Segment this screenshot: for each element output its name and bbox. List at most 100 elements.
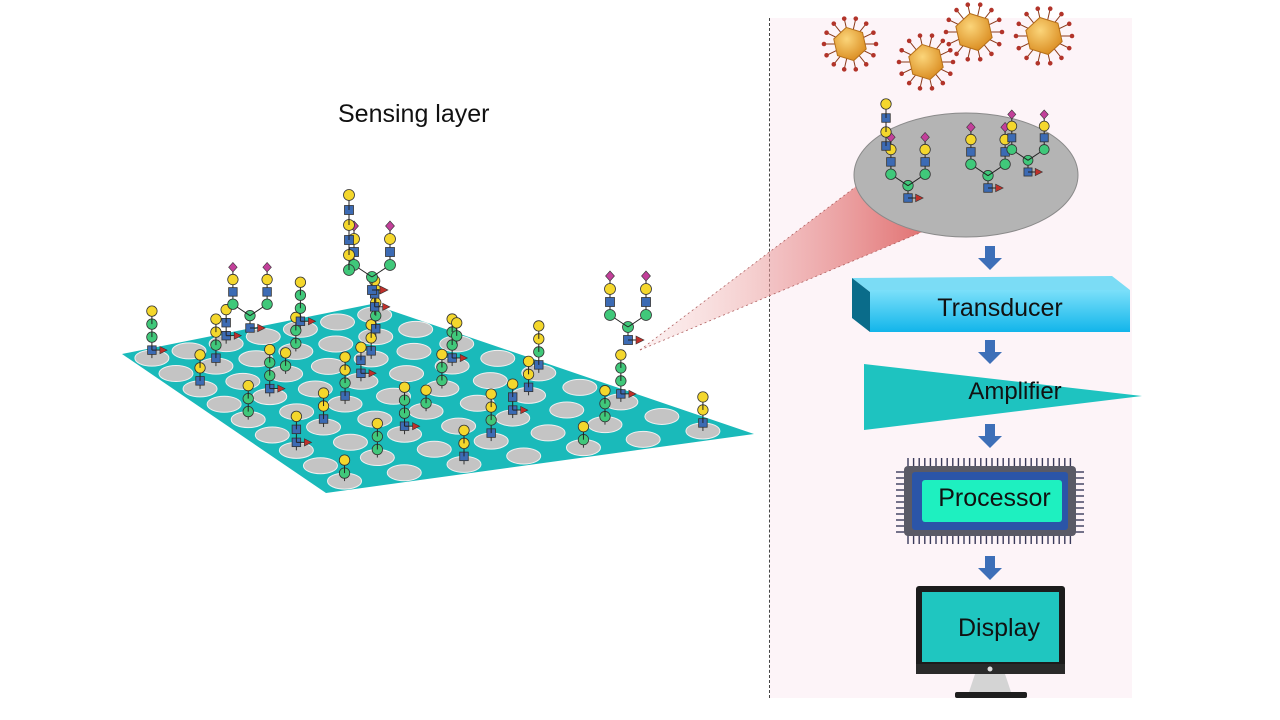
fucose-triangle <box>368 369 377 378</box>
galactose-circle <box>507 378 519 390</box>
virus-spike-tip <box>1069 33 1075 39</box>
virus-spike-tip <box>1035 60 1041 66</box>
virus-spike-tip <box>943 29 949 35</box>
virus-spike-tip <box>841 67 847 72</box>
well-spot <box>302 457 338 475</box>
glcnac-square <box>228 287 238 297</box>
flow-arrow <box>978 556 1002 580</box>
well-grid <box>134 306 721 490</box>
virus-spike-tip <box>896 59 902 65</box>
galactose-circle <box>965 133 977 146</box>
virus-spike-tip <box>996 17 1002 23</box>
sialic-acid-diamond <box>1039 109 1049 120</box>
sialic-acid-diamond <box>385 220 395 232</box>
panel-divider <box>769 18 770 698</box>
virus-spike-tip <box>950 59 956 65</box>
virus-spike-tip <box>1059 55 1064 61</box>
virus-capsid <box>1025 16 1063 56</box>
display-label: Display <box>958 614 1040 642</box>
virus-spike-tip <box>999 29 1005 35</box>
flow-arrow <box>978 246 1002 270</box>
mannose-circle <box>640 309 652 321</box>
mannose-circle <box>1038 144 1050 155</box>
virus-spike-tip <box>1016 21 1022 27</box>
virus-spike-tip <box>929 33 935 38</box>
galactose-circle <box>604 283 616 295</box>
virus-spike-tip <box>946 41 952 47</box>
galactose-circle <box>640 283 652 295</box>
fucose-triangle <box>915 193 924 203</box>
virus-spike-tip <box>1024 11 1029 17</box>
galactose-circle <box>294 276 307 288</box>
galactose-circle <box>261 273 273 286</box>
virus-spike-tip <box>977 56 983 62</box>
galactose-circle <box>146 305 158 317</box>
virus-spike-tip <box>863 62 869 67</box>
virus-spike-tip <box>873 41 879 47</box>
glcnac-square <box>1007 133 1017 143</box>
well-spot <box>480 349 516 367</box>
fucose-triangle <box>520 405 529 415</box>
well-spot <box>254 426 290 444</box>
fucose-triangle <box>412 422 421 431</box>
galactose-circle <box>1038 120 1050 132</box>
well-spot <box>625 430 661 448</box>
well-spot <box>530 424 566 442</box>
galactose-circle <box>384 233 396 245</box>
galactose-circle <box>451 317 463 329</box>
virus-spike-tip <box>917 33 923 38</box>
glcnac-square <box>641 297 651 307</box>
well-spot <box>386 464 422 482</box>
sialic-acid-diamond <box>641 270 651 282</box>
magnified-glycans <box>880 98 1050 203</box>
virus-spike-tip <box>917 86 923 91</box>
virus-spike-tip <box>948 71 953 77</box>
galactose-circle <box>458 424 470 437</box>
virus-spike-tip <box>871 52 876 58</box>
mannose-circle <box>965 158 977 170</box>
virus-spike-tip <box>824 30 829 36</box>
galactose-circle <box>880 98 892 110</box>
sialic-acid-diamond <box>228 262 238 273</box>
fucose-triangle <box>379 285 389 295</box>
galactose-circle <box>371 417 383 430</box>
mannose-circle <box>919 168 931 180</box>
well-spot <box>206 395 242 413</box>
galactose-circle <box>279 347 292 359</box>
well-spot <box>549 401 585 419</box>
mannose-circle <box>261 298 273 310</box>
galactose-circle <box>194 349 206 361</box>
mannose-circle <box>885 168 897 180</box>
virus-spike-tip <box>940 38 946 44</box>
fucose-triangle <box>635 335 645 345</box>
virus-spike-tip <box>906 80 912 86</box>
virus-spike-tip <box>1013 33 1019 39</box>
galactose-circle <box>338 454 351 466</box>
zoom-beam-edge-bottom <box>639 231 923 351</box>
well-spot <box>416 440 452 458</box>
virus-spike-tip <box>1047 60 1053 66</box>
glcnac-square <box>1039 133 1049 143</box>
glcnac-square <box>605 297 615 307</box>
virus-spike-tip <box>965 56 971 62</box>
virus-spike-tip <box>1059 11 1064 17</box>
fucose-triangle <box>459 353 469 363</box>
galactose-circle <box>290 410 302 422</box>
virus-spike-tip <box>989 51 994 57</box>
galactose-circle <box>343 189 355 201</box>
processor-chip <box>896 458 1084 544</box>
virus-spike-tip <box>841 16 847 21</box>
galactose-circle <box>533 320 545 332</box>
galactose-circle <box>317 387 330 399</box>
well-spot <box>389 365 425 383</box>
well-spot <box>398 320 434 338</box>
mannose-circle <box>604 309 616 321</box>
transducer-block <box>852 276 1130 332</box>
sialic-acid-diamond <box>1007 109 1017 120</box>
virus-spike-tip <box>1066 21 1072 27</box>
mannose-circle <box>999 158 1011 170</box>
virus-spike-tip <box>824 52 829 58</box>
virus-spike-tip <box>1066 45 1072 51</box>
virus-capsid <box>955 12 993 52</box>
